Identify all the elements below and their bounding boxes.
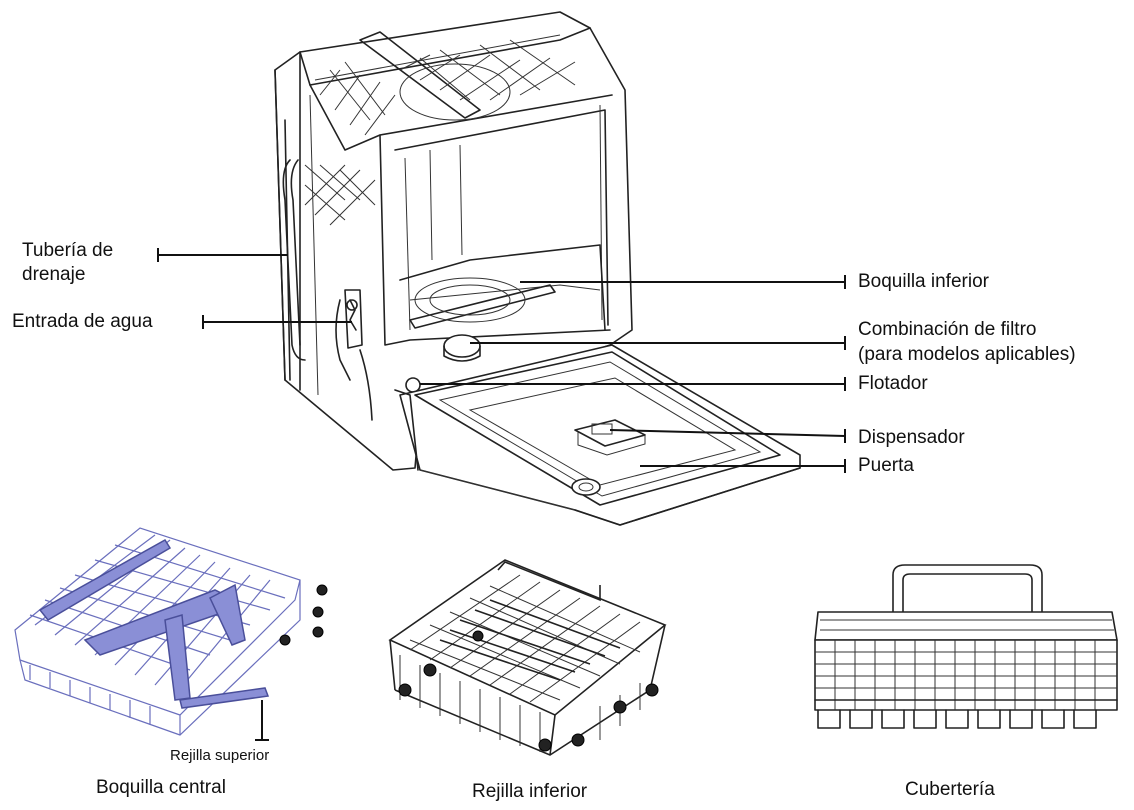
label-water-inlet: Entrada de agua (12, 311, 153, 332)
label-drain-pipe-line1: Tubería de (22, 240, 114, 261)
cutlery-basket-illustration (814, 564, 1118, 729)
dishwasher-illustration (274, 11, 801, 526)
label-door: Puerta (858, 455, 914, 476)
label-drain-pipe-line2: drenaje (22, 264, 86, 285)
label-filter-line1: Combinación de filtro (858, 319, 1037, 340)
leader-lines (157, 248, 846, 741)
label-middle-spray-arm: Boquilla central (96, 777, 226, 798)
upper-rack-illustration (14, 527, 328, 736)
label-float: Flotador (858, 373, 928, 394)
label-lower-spray-arm: Boquilla inferior (858, 271, 989, 292)
lower-rack-illustration (388, 559, 667, 756)
label-lower-rack: Rejilla inferior (472, 781, 588, 802)
label-filter-line2: (para modelos aplicables) (858, 344, 1076, 365)
label-dispenser: Dispensador (858, 427, 965, 448)
label-upper-rack: Rejilla superior (170, 747, 270, 764)
label-cutlery-basket: Cubertería (905, 779, 995, 800)
